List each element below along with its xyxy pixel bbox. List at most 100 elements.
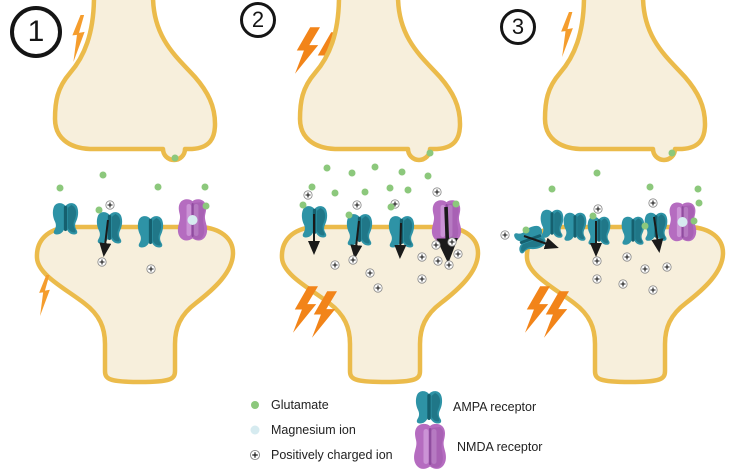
glutamate-dot (694, 185, 702, 193)
glutamate-dot (154, 183, 162, 191)
lightning-bolt-icon (295, 27, 320, 74)
glutamate-dot (201, 183, 209, 191)
legend-label: Magnesium ion (271, 423, 356, 437)
ion-flow-arrow (350, 220, 363, 259)
glutamate-dot (99, 171, 107, 179)
ampa-receptor (540, 209, 564, 238)
ion-flow-arrow (99, 219, 112, 257)
positive-ion (373, 283, 383, 293)
ampa-receptor-icon (415, 391, 443, 424)
ampa-receptor (52, 203, 79, 235)
glutamate-dot (371, 163, 379, 171)
positive-ion (618, 279, 628, 289)
positive-ion (417, 252, 427, 262)
synapse-illustration-3 (500, 0, 726, 385)
glutamate-dot-bound (345, 211, 353, 219)
glutamate-dot-bound (695, 199, 703, 207)
magnesium-ion (187, 215, 198, 225)
ion-flow-arrow (651, 216, 664, 253)
glutamate-dot-bound (387, 203, 395, 211)
legend-label: AMPA receptor (453, 400, 537, 414)
positive-ion (417, 274, 427, 284)
glutamate-dot-bound (690, 217, 698, 225)
synapse-illustration-2 (279, 0, 481, 385)
glutamate-dot (323, 164, 331, 172)
panel-number-badge-2: 2 (240, 2, 276, 38)
positive-ion (593, 204, 603, 214)
glutamate-dot-bound (452, 200, 460, 208)
legend-item-positive-ion: Positively charged ion (248, 448, 393, 462)
legend-label: Positively charged ion (271, 448, 393, 462)
panel-number-badge-3: 3 (500, 9, 536, 45)
positive-ion (640, 264, 650, 274)
glutamate-dot-bound (95, 206, 103, 214)
ion-flow-arrow-nmda (436, 206, 459, 264)
glutamate-dot (348, 169, 356, 177)
glutamate-dot (361, 188, 369, 196)
glutamate-dot (56, 184, 64, 192)
ampa-receptor (346, 214, 373, 246)
glutamate-dot (386, 184, 394, 192)
positive-ion (365, 268, 375, 278)
positive-ion (648, 198, 658, 208)
glutamate-dot (398, 168, 406, 176)
positive-ion (303, 190, 313, 200)
magnesium-dot-icon (250, 425, 260, 435)
magnesium-ion (677, 217, 688, 227)
ampa-receptor (96, 212, 123, 244)
panel-2-strong-stimulation (245, 0, 490, 390)
postsynaptic-terminal (524, 224, 726, 385)
positive-ion (105, 200, 115, 210)
legend-item-magnesium: Magnesium ion (248, 423, 356, 437)
legend-item-glutamate: Glutamate (248, 398, 329, 412)
positive-ion (432, 187, 442, 197)
receptor-insertion-arrow (523, 235, 559, 250)
positive-ion (431, 240, 441, 250)
lightning-bolt-small-icon (561, 12, 573, 57)
positive-ion-icon (249, 449, 261, 461)
legend-item-ampa-receptor: AMPA receptor (414, 390, 536, 424)
glutamate-dot (593, 169, 601, 177)
positive-ion (97, 257, 107, 267)
legend-label: Glutamate (271, 398, 329, 412)
presynaptic-terminal (297, 0, 463, 163)
legend-label: NMDA receptor (457, 439, 543, 454)
glutamate-dot-bound (589, 212, 597, 220)
presynaptic-terminal (542, 0, 708, 163)
glutamate-dots (308, 149, 434, 197)
postsynaptic-terminal (34, 224, 236, 385)
nmda-receptor-icon (414, 423, 446, 469)
glutamate-dot (308, 183, 316, 191)
glutamate-dot-bound (641, 222, 649, 230)
glutamate-dot-bound (299, 201, 307, 209)
ampa-receptor (621, 216, 645, 245)
glutamate-dot (426, 149, 434, 157)
glutamate-dot-bound (202, 202, 210, 210)
glutamate-dot (404, 186, 412, 194)
glutamate-dot (331, 189, 339, 197)
glutamate-dot (424, 172, 432, 180)
glutamate-dot (646, 183, 654, 191)
ion-flow-arrow (394, 222, 407, 259)
ampa-receptor (587, 216, 611, 245)
positive-ion (330, 260, 340, 270)
positive-ion (648, 285, 658, 295)
positive-ion (352, 200, 362, 210)
positive-ion (447, 237, 457, 247)
positive-ion (500, 230, 510, 240)
lightning-bolt-icon (525, 286, 550, 333)
panel-1-baseline-transmission (0, 0, 245, 390)
synapse-illustration-1 (34, 0, 236, 385)
positive-ion (146, 264, 156, 274)
glutamate-dots (56, 154, 209, 192)
panel-3-potentiated-synapse (490, 0, 735, 390)
positive-ion (592, 256, 602, 266)
glutamate-dot-bound (522, 226, 530, 234)
positive-ion (348, 255, 358, 265)
positive-ion (662, 262, 672, 272)
ampa-receptor (137, 216, 164, 248)
glutamate-dot-icon (251, 401, 259, 409)
glutamate-dots (548, 149, 702, 193)
ampa-receptor (563, 212, 587, 241)
